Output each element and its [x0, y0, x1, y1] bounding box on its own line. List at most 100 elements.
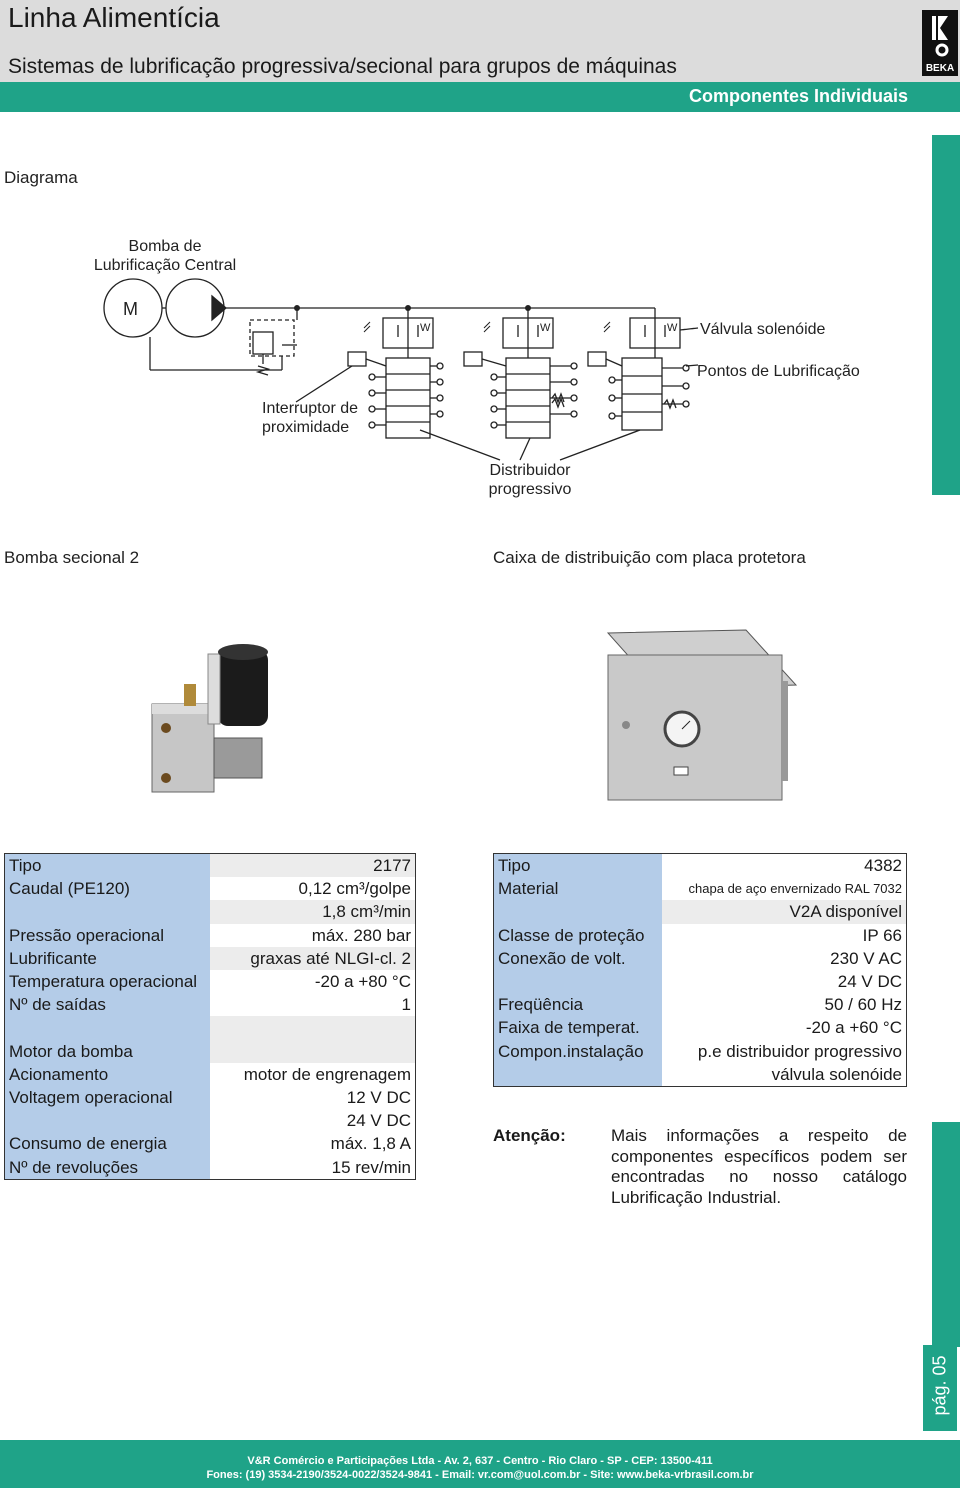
spec-row: Temperatura operacional -20 a +80 °C — [4, 969, 416, 994]
spec-value: 24 V DC — [837, 972, 902, 992]
spec-row: Motor da bomba — [4, 1039, 416, 1063]
distributor-label-line2: progressivo — [488, 481, 572, 498]
spec-value: 15 rev/min — [331, 1157, 411, 1177]
spec-value: p.e distribuidor progressivo — [697, 1041, 902, 1061]
logo-text: BEKA — [925, 63, 955, 74]
attention-label: Atenção: — [493, 1126, 566, 1145]
spec-value — [209, 1016, 416, 1040]
spec-key: Temperatura operacional — [4, 969, 210, 994]
pump-label: Bomba de Lubrificação Central — [60, 237, 270, 275]
spec-row: Caudal (PE120)0,12 cm³/golpe — [4, 877, 416, 901]
distributor-label: Distribuidor progressivo — [470, 461, 590, 499]
side-tab-bottom — [932, 1122, 960, 1347]
caption-pump: Bomba secional 2 — [4, 548, 140, 567]
spec-key: Consumo de energia — [4, 1132, 210, 1156]
spec-key: Nº de revoluções — [4, 1155, 210, 1180]
spec-key: Compon.instalação — [493, 1039, 662, 1063]
spec-key: Pressão operacional — [4, 923, 210, 947]
spec-key — [4, 900, 210, 924]
diagram-heading: Diagrama — [4, 168, 78, 187]
caption-box: Caixa de distribuição com placa protetor… — [493, 548, 806, 567]
lubrication-schematic: W W — [103, 278, 699, 461]
spec-row: Pressão operacional máx. 280 bar — [4, 923, 416, 947]
spec-key: Tipo — [4, 853, 210, 878]
spec-key: Freqüência — [493, 993, 662, 1017]
svg-text:W: W — [420, 322, 431, 334]
spec-row: Faixa de temperat. -20 a +60 °C — [493, 1016, 907, 1040]
distributor-2: W — [463, 308, 578, 439]
svg-text:W: W — [667, 322, 678, 334]
section-bar — [0, 82, 960, 112]
spec-value: 1,8 cm³/min — [209, 900, 416, 924]
attention-text: Mais informações a respeito de component… — [611, 1126, 907, 1207]
spec-value: motor de engrenagem — [243, 1064, 411, 1084]
spec-value: IP 66 — [862, 925, 902, 945]
spec-key — [493, 900, 662, 924]
spec-row: Nº de saídas 1 — [4, 993, 416, 1017]
spec-value: 12 V DC — [346, 1087, 411, 1107]
page-title: Linha Alimentícia — [8, 2, 220, 33]
spec-row: Nº de revoluções 15 rev/min — [4, 1155, 416, 1180]
spec-row: 1,8 cm³/min — [4, 900, 416, 924]
spec-key: Faixa de temperat. — [493, 1016, 662, 1040]
spec-key — [4, 1016, 210, 1040]
switch-label-line1: Interruptor de — [262, 400, 359, 417]
spec-value: 4382 — [864, 856, 902, 876]
valve-label: Válvula solenóide — [700, 321, 826, 338]
section-title: Componentes Individuais — [688, 86, 908, 106]
spec-value: -20 a +60 °C — [805, 1018, 902, 1038]
spec-value: 1 — [401, 995, 411, 1015]
spec-key: Nº de saídas — [4, 993, 210, 1017]
spec-key: Caudal (PE120) — [4, 877, 210, 901]
spec-key: Conexão de volt. — [493, 946, 662, 970]
spec-key: Voltagem operacional — [4, 1085, 210, 1110]
spec-key: Classe de proteção — [493, 923, 662, 947]
spec-key: Material — [493, 877, 662, 901]
spec-row: Conexão de volt. 230 V AC — [493, 946, 907, 970]
spec-value: 2177 — [209, 853, 416, 878]
spec-row: Voltagem operacional 12 V DC — [4, 1085, 416, 1110]
footer-address: V&R Comércio e Participações Ltda - Av. … — [247, 1455, 713, 1467]
page-footer — [0, 1440, 960, 1488]
spec-row: 24 V DC — [493, 969, 907, 994]
spec-value: 24 V DC — [346, 1111, 411, 1131]
spec-value: 230 V AC — [830, 948, 902, 968]
spec-value — [209, 1039, 416, 1063]
distributor-3: W — [587, 308, 690, 431]
spec-value: máx. 1,8 A — [330, 1134, 411, 1154]
spec-key — [493, 1062, 662, 1087]
points-label: Pontos de Lubrificação — [697, 363, 860, 380]
spec-row: válvula solenóide — [493, 1062, 907, 1087]
spec-row: Tipo 4382 — [493, 853, 907, 878]
spec-row: Material chapa de aço envernizado RAL 703… — [493, 877, 907, 901]
spec-row — [4, 1016, 416, 1040]
spec-value: máx. 280 bar — [311, 925, 411, 945]
footer-contacts: Fones: (19) 3534-2190/3524-0022/3524-984… — [206, 1469, 754, 1481]
spec-key: Tipo — [493, 853, 662, 878]
spec-value: -20 a +80 °C — [314, 972, 411, 992]
spec-row: Consumo de energia máx. 1,8 A — [4, 1132, 416, 1156]
spec-row: Compon.instalação p.e distribuidor progre… — [493, 1039, 907, 1063]
switch-label: Interruptor de proximidade — [262, 399, 358, 437]
pump-label-line2: Lubrificação Central — [93, 257, 237, 274]
distributor-label-line1: Distribuidor — [489, 462, 571, 479]
pump-photo — [151, 644, 268, 793]
side-tab-top — [932, 135, 960, 495]
spec-key — [4, 1109, 210, 1133]
spec-value: V2A disponível — [661, 900, 907, 924]
distribution-box-photo — [606, 629, 798, 801]
distributor-1: W — [347, 308, 444, 439]
spec-row: Classe de proteção IP 66 — [493, 923, 907, 947]
logo-mark-icon — [932, 16, 949, 57]
spec-value: chapa de aço envernizado RAL 7032 — [688, 881, 902, 897]
svg-text:W: W — [540, 322, 551, 334]
pump-label-line1: Bomba de — [128, 238, 202, 255]
switch-label-line2: proximidade — [262, 419, 350, 436]
spec-row: V2A disponível — [493, 900, 907, 924]
